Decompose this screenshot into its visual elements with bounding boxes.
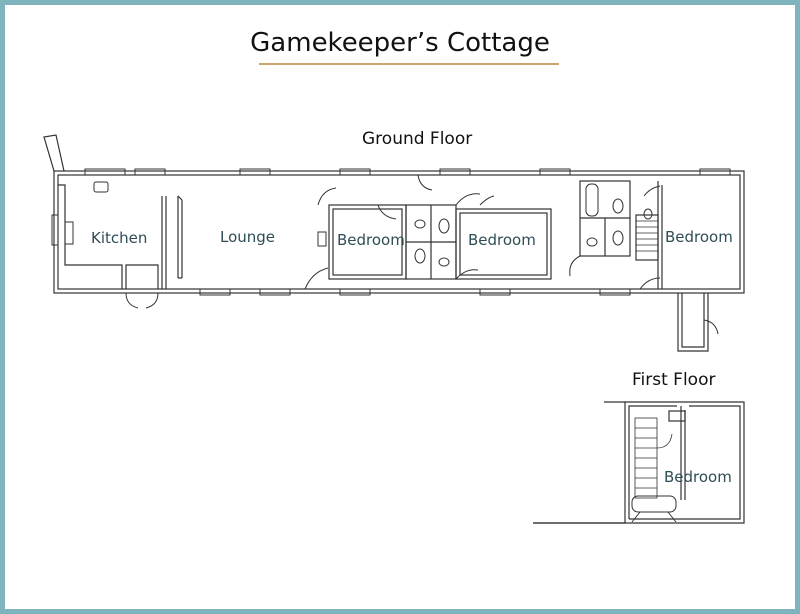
first-floor-walls (533, 401, 745, 524)
ground-floor-label: Ground Floor (362, 129, 473, 149)
room-label-bedroom-3: Bedroom (665, 228, 733, 246)
ground-stairs (636, 220, 658, 252)
room-label-bedroom-2: Bedroom (468, 231, 536, 249)
bathroom-block (405, 204, 457, 280)
rear-porch (677, 293, 709, 352)
left-flue (43, 134, 65, 172)
room-label-bedroom-1: Bedroom (337, 231, 405, 249)
kitchen-walls (58, 184, 167, 289)
bedroom-3-walls (635, 181, 663, 289)
windows (51, 168, 731, 296)
plan-frame (5, 5, 795, 609)
room-label-lounge: Lounge (220, 228, 275, 246)
first-floor-label: First Floor (632, 370, 716, 390)
page-title: Gamekeeper’s Cottage (250, 28, 550, 58)
room-label-kitchen: Kitchen (91, 229, 147, 247)
right-bath-walls (579, 180, 631, 257)
first-floor-stairs (634, 417, 673, 499)
room-label-first-floor-bedroom: Bedroom (664, 468, 732, 486)
lounge-walls (177, 195, 183, 279)
title-underline (259, 63, 559, 65)
bedroom-2-walls (455, 208, 552, 280)
fixtures (64, 181, 653, 267)
door-swings (125, 174, 719, 335)
first-floor-bath (631, 495, 677, 523)
